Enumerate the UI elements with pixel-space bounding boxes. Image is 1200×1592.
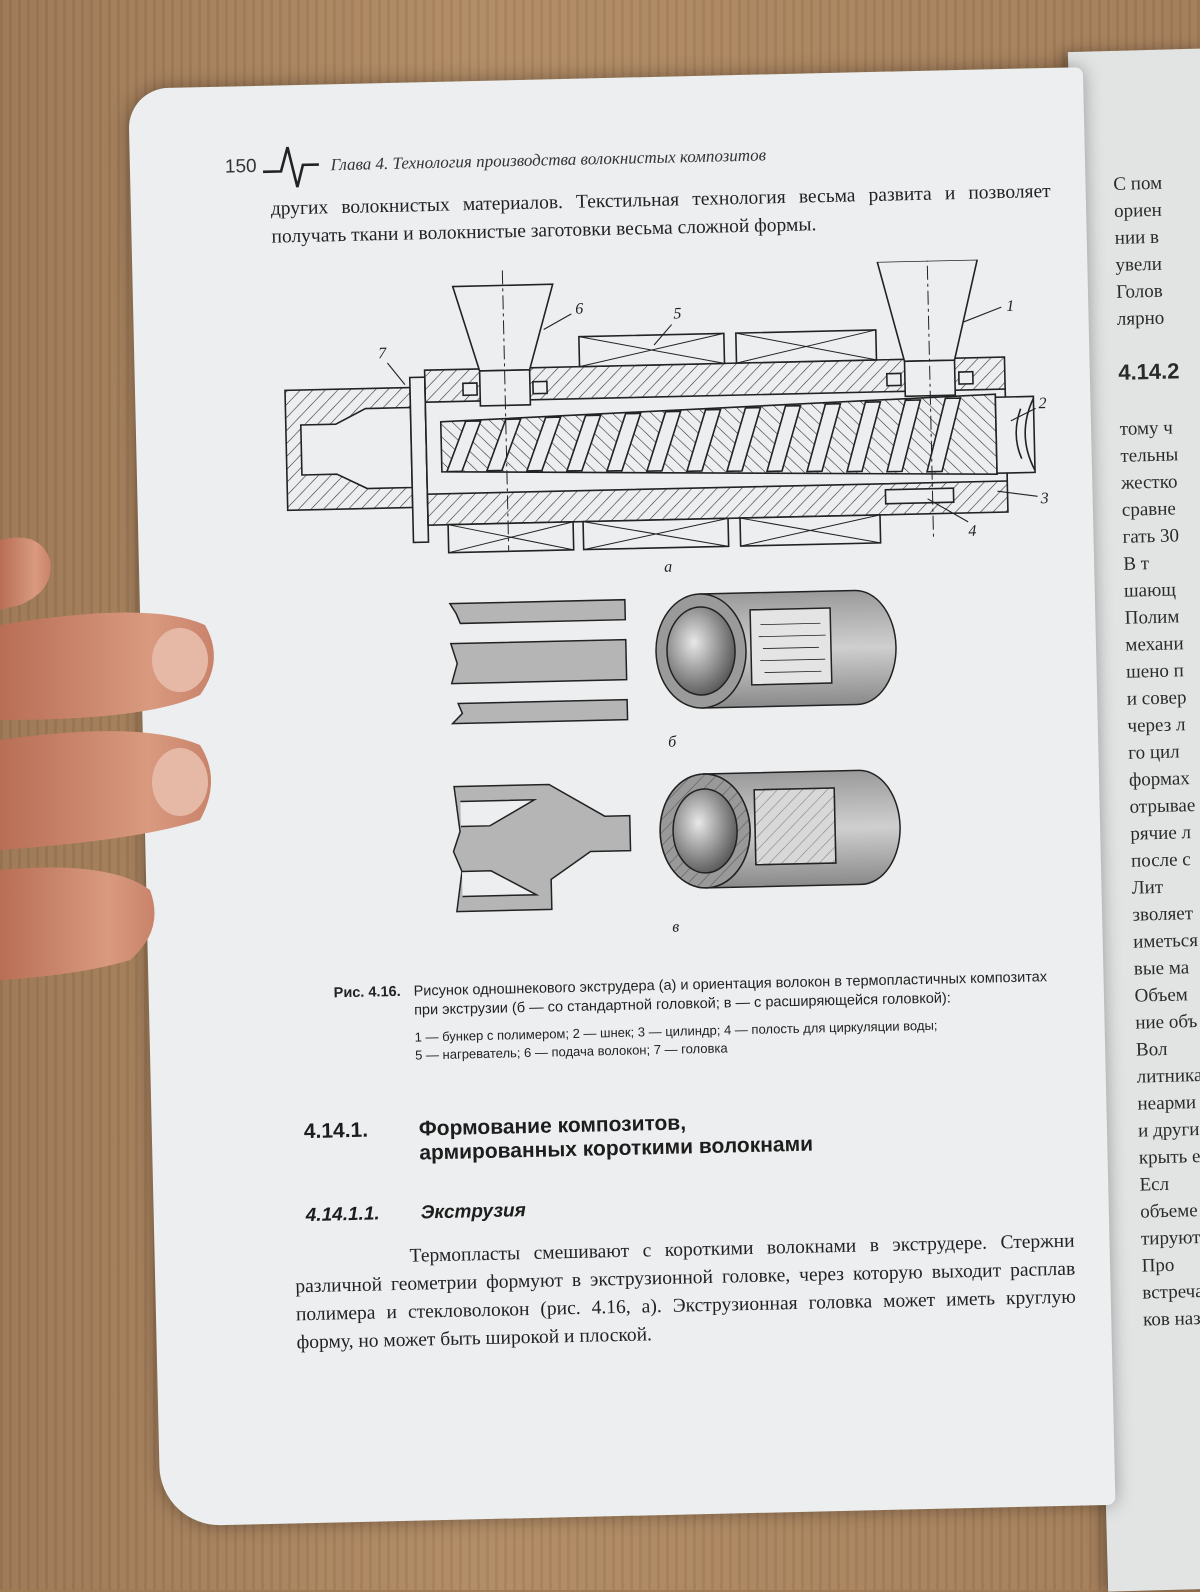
right-page-line: зволяет [1132,903,1194,926]
right-page-line: тельны [1120,444,1179,467]
right-page-line: литника [1136,1064,1200,1088]
right-page-line: крыть е [1138,1146,1200,1169]
right-page-line: ние объ [1135,1011,1198,1034]
callout-3: 3 [1039,490,1048,507]
callout-5: 5 [673,305,681,322]
right-page-line: после с [1130,849,1191,872]
callout-2: 2 [1038,395,1046,412]
running-title: Глава 4. Технология производства волокни… [330,145,767,175]
right-page-line: гать 30 [1122,525,1180,548]
right-page-line: увели [1115,253,1163,276]
section-number: 4.14.1. [303,1118,369,1144]
right-page-line: В т [1123,553,1150,575]
panel-label-c: в [672,919,679,936]
figure-extruder: 1 2 3 4 5 6 7 а б в [272,240,1067,966]
right-page-line: сравне [1121,498,1177,521]
page-number: 150 [224,155,257,178]
right-page-line: объеме [1139,1200,1198,1223]
right-page-line: рячие л [1130,822,1192,845]
callout-4: 4 [968,523,976,540]
intro-paragraph: других волокнистых материалов. Текстильн… [270,180,1051,248]
extruder-drawing: 1 2 3 4 5 6 7 а б в [284,240,1049,936]
callout-6: 6 [575,301,583,318]
right-page-heading: 4.14.2 [1117,358,1180,385]
right-page-line: тому ч [1119,417,1174,440]
right-page-line: Вол [1135,1038,1168,1061]
right-page-line: через л [1127,714,1186,737]
right-page-line: Про [1141,1254,1175,1277]
hand-fingers [0,537,214,980]
right-page-line: Полим [1124,606,1180,629]
right-page-line: и други [1137,1119,1200,1142]
panel-label-b: б [668,734,677,751]
right-page-line: иметься [1132,929,1199,953]
body-paragraph: Термопласты смешивают с короткими волокн… [295,1230,1077,1354]
right-page-line: вые ма [1133,957,1190,980]
right-page-line: ков наз [1142,1308,1200,1331]
right-page-line: Объем [1134,984,1189,1007]
callout-1: 1 [1006,298,1014,315]
right-page-line: неарми [1137,1092,1197,1115]
pulse-icon [262,146,319,188]
caption-label: Рис. 4.16. [333,983,401,1002]
right-page-line: встреча [1142,1280,1200,1304]
caption-text: Рисунок одношнекового экструдера (а) и о… [413,969,1048,1019]
page-header: 150 Глава 4. Технология производства вол… [224,130,766,192]
right-page-line: нии в [1114,226,1160,249]
right-page-line: Лит [1131,876,1164,899]
right-page-line: шающ [1123,579,1177,602]
figure-caption: Рис. 4.16. Рисунок одношнекового экструд… [333,968,1070,1067]
right-page-line: го цил [1127,741,1180,764]
right-page-line: тируют [1140,1227,1200,1250]
right-page-line: Есл [1139,1173,1170,1196]
subsection-number: 4.14.1.1. [305,1203,380,1227]
right-page-line: Голов [1115,280,1163,303]
right-page-line: лярно [1116,307,1165,330]
callout-7: 7 [378,345,387,362]
right-page-line: отрывае [1129,795,1196,818]
right-page-line: формах [1128,768,1191,791]
panel-label-a: а [664,559,672,576]
book-page: 150 Глава 4. Технология производства вол… [128,67,1116,1527]
right-page-line: ориен [1113,199,1163,222]
right-page-line: С пом [1113,172,1163,195]
right-page-line: механи [1125,633,1184,656]
right-page-line: жестко [1120,471,1178,494]
subsection-heading: 4.14.1.1. Экструзия [305,1200,526,1227]
section-heading: 4.14.1. Формование композитов, армирован… [304,1109,814,1169]
right-page-line: шено п [1125,660,1185,683]
caption-legend: 1 — бункер с полимером; 2 — шнек; 3 — ци… [415,1014,1071,1065]
right-page-line: и совер [1126,687,1187,710]
subsection-title: Экструзия [420,1200,527,1224]
